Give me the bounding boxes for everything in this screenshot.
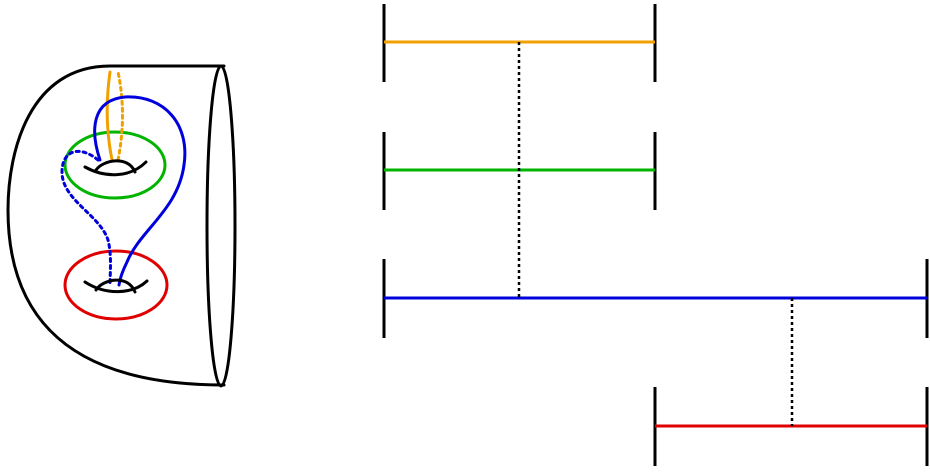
surface-figure — [6, 64, 237, 388]
blue-curve-back — [60, 150, 112, 287]
boundary-ellipse — [205, 64, 237, 388]
green-curve — [63, 130, 167, 200]
orange-curve-front — [105, 70, 114, 162]
orange-curve-back — [116, 70, 124, 162]
handle-bottom — [83, 278, 149, 294]
handle-top — [83, 159, 148, 177]
red-curve — [63, 249, 169, 321]
interval-red — [653, 387, 929, 466]
interval-diagram — [382, 4, 929, 466]
interval-blue — [382, 259, 929, 338]
surface-outline — [6, 64, 226, 387]
blue-curve-front — [93, 95, 187, 287]
